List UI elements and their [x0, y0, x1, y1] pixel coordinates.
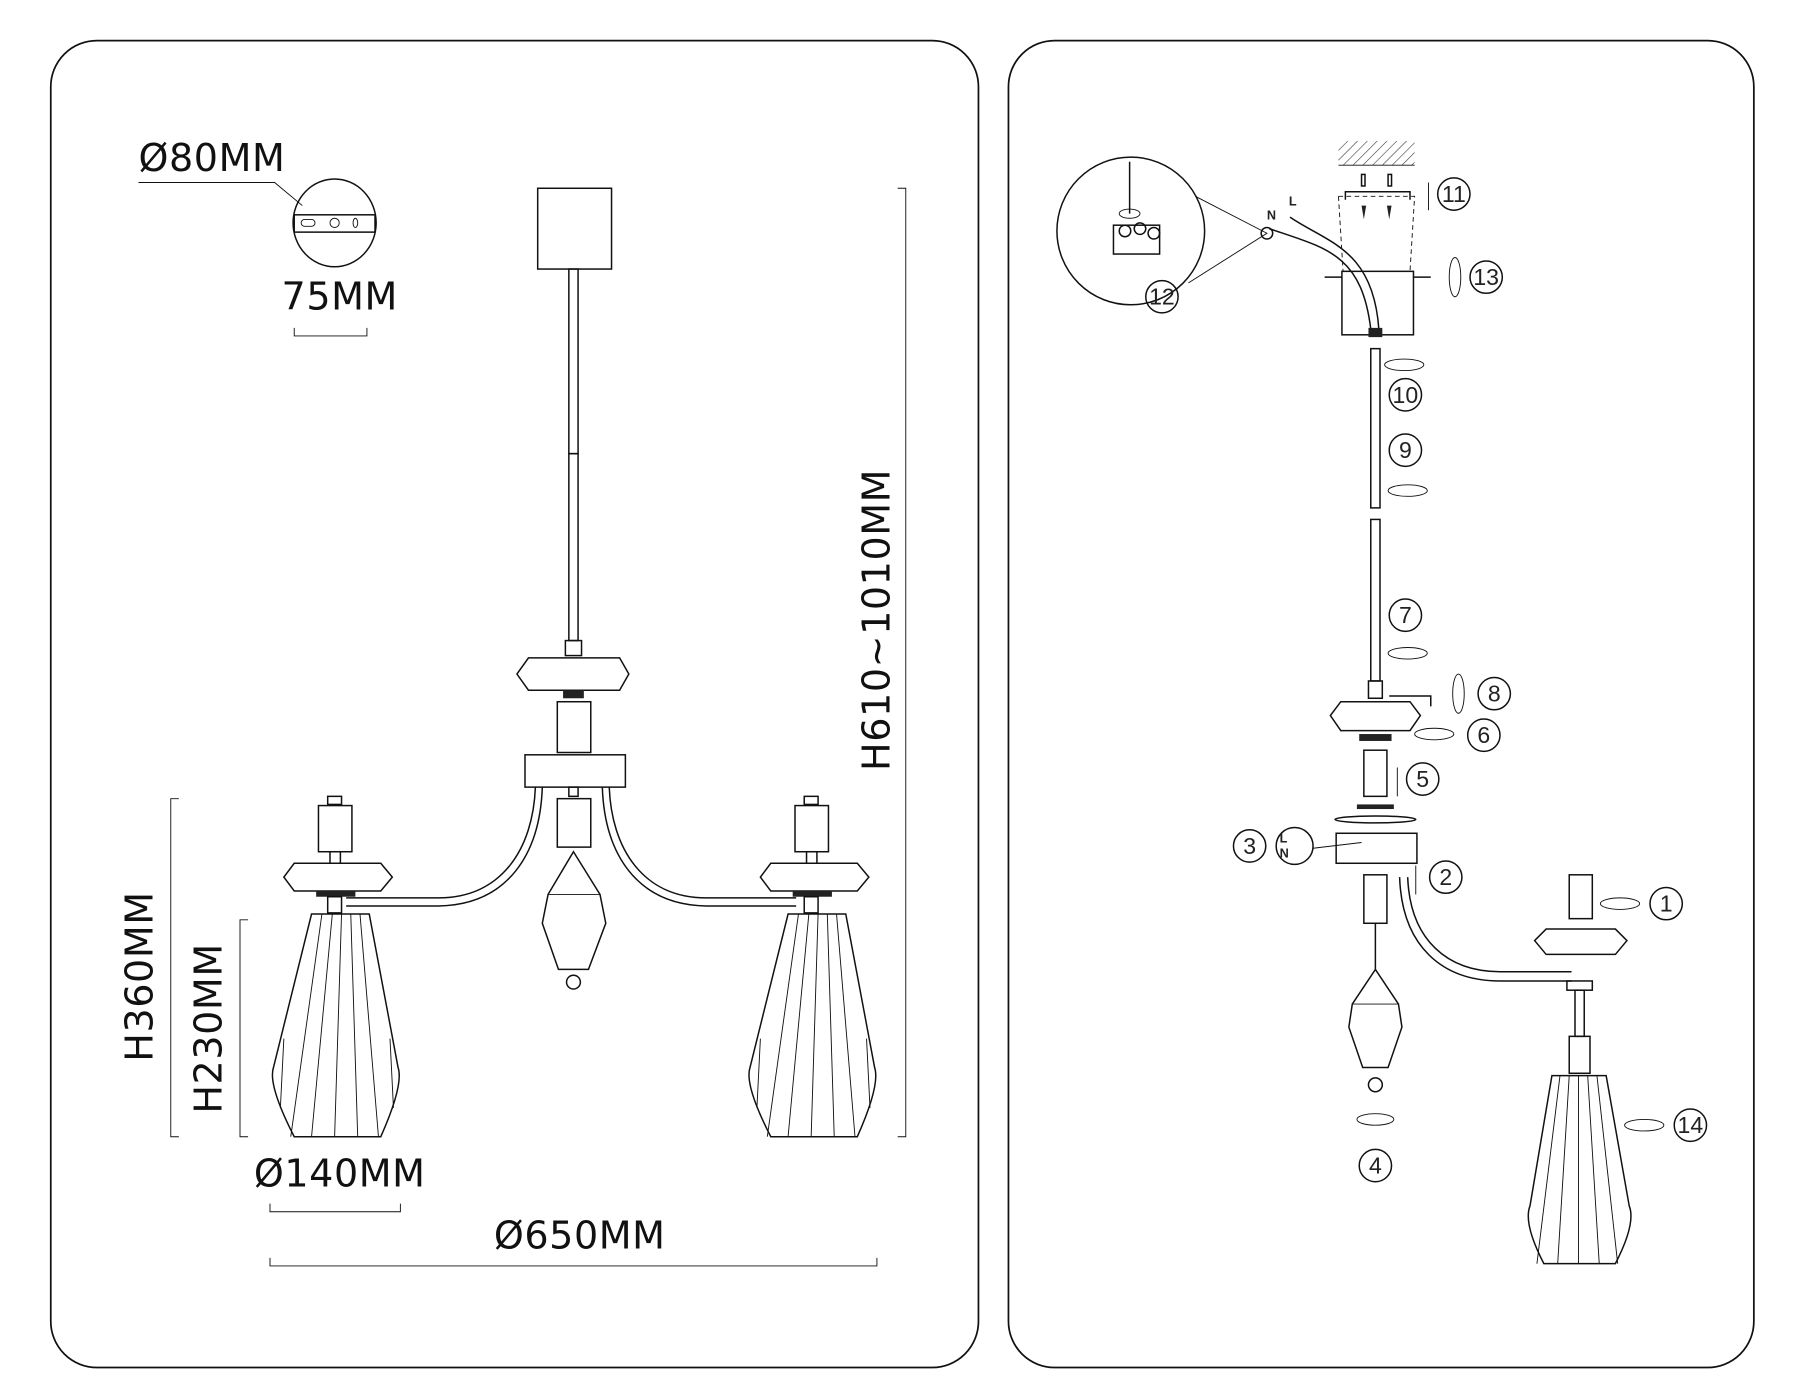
terminal-detail-circle — [1056, 156, 1206, 306]
svg-text:13: 13 — [1473, 264, 1499, 290]
step-14: 14 — [1673, 1108, 1708, 1143]
wire-n-label: N — [1267, 208, 1276, 222]
step-1: 1 — [1649, 886, 1684, 921]
svg-text:7: 7 — [1399, 602, 1412, 628]
step-6: 6 — [1466, 718, 1501, 753]
step-10: 10 — [1388, 377, 1423, 412]
svg-text:14: 14 — [1678, 1112, 1704, 1138]
svg-text:3: 3 — [1243, 833, 1256, 859]
chandelier-front-view — [271, 187, 877, 1138]
assembly-panel: N L — [1007, 39, 1755, 1369]
wire-l-label: L — [1289, 195, 1297, 209]
svg-text:4: 4 — [1369, 1153, 1382, 1179]
rotate-arrow-icons — [1384, 182, 1665, 1132]
right-lamp — [748, 795, 877, 1138]
svg-text:10: 10 — [1393, 382, 1419, 408]
step-2: 2 — [1428, 860, 1463, 895]
svg-text:L: L — [1280, 832, 1288, 846]
svg-text:1: 1 — [1660, 891, 1673, 917]
shade-diameter-label: Ø140MM — [254, 1151, 426, 1195]
ground-icon — [1260, 226, 1274, 240]
total-diameter-label: Ø650MM — [494, 1214, 666, 1258]
svg-text:2: 2 — [1439, 864, 1452, 890]
ceiling — [1338, 140, 1415, 166]
svg-text:8: 8 — [1488, 681, 1501, 707]
left-lamp — [271, 795, 400, 1138]
shade-height-label: H230MM — [187, 943, 231, 1113]
step-7: 7 — [1388, 598, 1423, 633]
svg-text:9: 9 — [1399, 437, 1412, 463]
svg-text:11: 11 — [1442, 181, 1466, 207]
ceiling-mount-plate — [292, 178, 377, 268]
total-height-label: H610~1010MM — [855, 469, 899, 771]
svg-text:12: 12 — [1149, 284, 1175, 310]
terminal-block — [1112, 224, 1161, 255]
step-markers: 1 2 3 4 5 6 7 8 9 10 11 12 13 14 — [1145, 177, 1708, 1183]
step-9: 9 — [1388, 433, 1423, 468]
step-8: 8 — [1477, 676, 1512, 711]
step-13: 13 — [1469, 260, 1504, 295]
step-11: 11 — [1436, 177, 1471, 211]
dimension-panel: Ø80MM 75MM — [49, 39, 980, 1369]
decor-plate — [516, 657, 630, 691]
svg-text:5: 5 — [1416, 766, 1429, 792]
step-12: 12 — [1145, 279, 1179, 314]
svg-text:6: 6 — [1477, 722, 1490, 748]
mount-diameter-label: Ø80MM — [138, 136, 285, 180]
step-5: 5 — [1405, 762, 1440, 796]
mount-spacing-label: 75MM — [282, 274, 398, 318]
wire-connector-detail — [1275, 826, 1314, 866]
step-3: 3 — [1232, 829, 1267, 863]
svg-text:N: N — [1280, 847, 1289, 861]
step-4: 4 — [1358, 1148, 1393, 1183]
arm-height-label: H360MM — [117, 891, 161, 1061]
